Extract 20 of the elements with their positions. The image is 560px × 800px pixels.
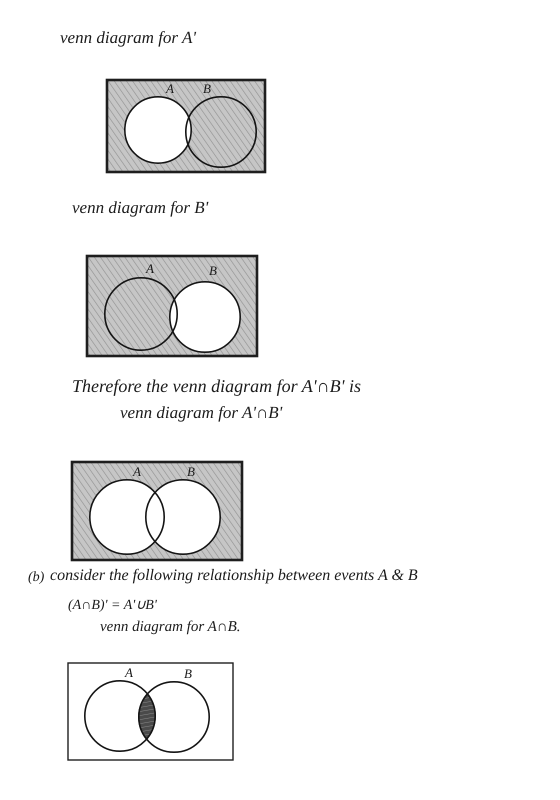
universe-rectangle [87, 256, 257, 356]
sentence: consider the following relationship between events A & B [50, 566, 418, 586]
set-label: A [166, 82, 174, 95]
equation: (A∩B)' = A'∪B' [68, 598, 157, 615]
universe-rectangle [68, 663, 233, 760]
heading: venn diagram for A'∩B' [120, 403, 282, 424]
set-label: B [203, 82, 211, 95]
heading: venn diagram for A∩B. [100, 618, 241, 636]
set-label: A [133, 465, 141, 478]
set-label: A [146, 262, 154, 275]
universe-rectangle [72, 462, 242, 560]
sentence: Therefore the venn diagram for A'∩B' is [72, 376, 362, 398]
heading: venn diagram for A' [60, 28, 196, 48]
set-label: A [125, 666, 133, 679]
set-label: B [187, 465, 195, 478]
part-label: (b) [28, 570, 44, 587]
set-label: B [209, 264, 217, 277]
universe-rectangle [107, 80, 265, 172]
heading: venn diagram for B' [72, 198, 208, 218]
set-label: B [184, 667, 192, 680]
